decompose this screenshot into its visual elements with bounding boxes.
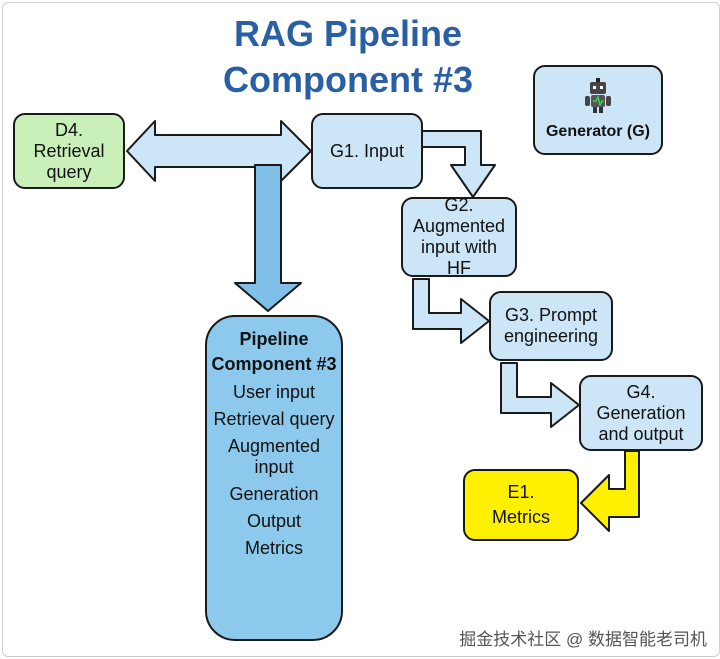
diagram-title: RAG Pipeline Component #3 xyxy=(153,11,543,103)
g3-line-1: G3. Prompt xyxy=(504,305,598,325)
watermark-text: 掘金技术社区 @ 数据智能老司机 xyxy=(459,630,707,649)
e1-line-1: E1. xyxy=(507,482,535,502)
title-line-1: RAG Pipeline xyxy=(233,13,463,54)
g4-line-3: and output xyxy=(598,423,684,444)
g2-line-1: G2. xyxy=(444,195,474,215)
node-generator: Generator (G) xyxy=(533,65,663,155)
arrows-layer xyxy=(126,120,640,532)
d4-line-1: D4. xyxy=(54,119,83,140)
pipeline-item: Metrics xyxy=(245,538,303,558)
node-e1-metrics: E1. Metrics xyxy=(463,469,579,541)
pipeline-item: Augmented input xyxy=(227,436,321,477)
arrow-g2-g3 xyxy=(412,278,490,344)
node-g3-prompt-engineering: G3. Prompt engineering xyxy=(489,291,613,361)
g2-line-4: HF xyxy=(447,258,471,278)
g1-label: G1. Input xyxy=(329,140,405,161)
d4-line-2: Retrieval xyxy=(33,140,105,161)
node-g1-input: G1. Input xyxy=(311,113,423,189)
node-g4-generation-output: G4. Generation and output xyxy=(579,375,703,451)
pipeline-item: User input xyxy=(232,382,316,402)
g4-line-2: Generation xyxy=(596,402,686,423)
pipeline-component-box: Pipeline Component #3 User input Retriev… xyxy=(205,315,343,641)
arrow-g3-g4 xyxy=(500,362,580,428)
pipeline-item: Retrieval query xyxy=(213,409,335,429)
arrow-g1-g2 xyxy=(420,130,496,198)
node-d4-retrieval-query: D4. Retrieval query xyxy=(13,113,125,189)
pipeline-heading-2: Component #3 xyxy=(211,354,337,374)
generator-label: Generator (G) xyxy=(545,123,650,140)
e1-line-2: Metrics xyxy=(492,507,550,527)
pipeline-item: Output xyxy=(246,511,302,531)
g4-line-1: G4. xyxy=(626,381,656,402)
g2-line-2: Augmented xyxy=(412,216,506,236)
g3-line-2: engineering xyxy=(503,326,599,346)
arrow-g4-e1 xyxy=(580,450,640,532)
node-g2-augmented-input: G2. Augmented input with HF xyxy=(401,195,517,278)
title-line-2: Component #3 xyxy=(222,59,473,100)
arrow-d4-g1-double xyxy=(126,120,312,182)
pipeline-item: Generation xyxy=(229,484,319,504)
g2-line-3: input with xyxy=(420,237,498,257)
arrow-g1-pipeline xyxy=(234,164,302,312)
robot-icon xyxy=(581,78,615,119)
d4-line-3: query xyxy=(46,161,92,182)
pipeline-heading-1: Pipeline xyxy=(239,329,309,349)
